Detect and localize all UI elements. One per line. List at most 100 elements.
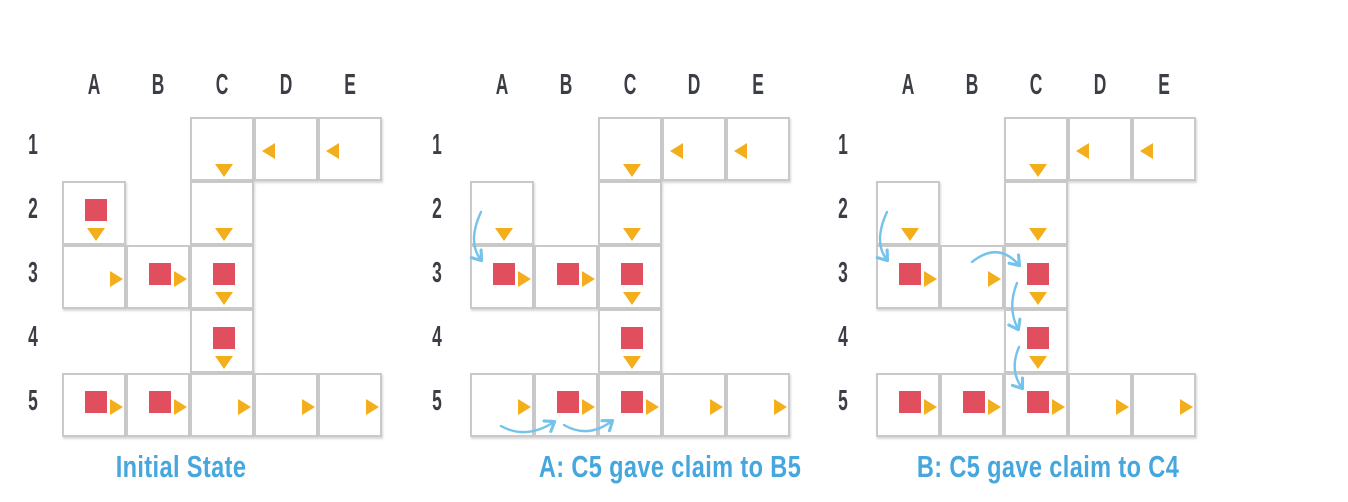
claim-square (1027, 391, 1049, 413)
claim-square (85, 199, 107, 221)
column-label-B: B (559, 69, 573, 101)
claim-square (149, 391, 171, 413)
column-label-E: E (1158, 69, 1170, 101)
column-label-C: C (623, 69, 637, 101)
panel-caption-step-a: A: C5 gave claim to B5 (538, 449, 802, 484)
claim-square (493, 263, 515, 285)
right-triangle-icon (1116, 399, 1129, 415)
cell-C2 (190, 181, 254, 245)
column-label-C: C (1029, 69, 1043, 101)
row-label-3: 3 (432, 257, 442, 289)
right-triangle-icon (366, 399, 379, 415)
column-label-A: A (901, 69, 915, 101)
right-triangle-icon (988, 399, 1001, 415)
cell-A3 (62, 245, 126, 309)
right-triangle-icon (774, 399, 787, 415)
cell-A5 (876, 373, 940, 437)
down-triangle-icon (901, 228, 919, 241)
row-label-1: 1 (28, 129, 38, 161)
cell-E5 (318, 373, 382, 437)
claim-square (1027, 327, 1049, 349)
down-triangle-icon (215, 164, 233, 177)
right-triangle-icon (110, 271, 123, 287)
claim-square (557, 391, 579, 413)
right-triangle-icon (582, 399, 595, 415)
right-triangle-icon (646, 399, 659, 415)
cell-A3 (876, 245, 940, 309)
right-triangle-icon (174, 271, 187, 287)
column-label-D: D (1093, 69, 1107, 101)
row-label-4: 4 (432, 321, 442, 353)
right-triangle-icon (1052, 399, 1065, 415)
column-label-E: E (344, 69, 356, 101)
cell-C4 (190, 309, 254, 373)
claim-square (557, 263, 579, 285)
cell-E1 (1132, 117, 1196, 181)
down-triangle-icon (1029, 164, 1047, 177)
claim-square (899, 391, 921, 413)
claim-square (1027, 263, 1049, 285)
cell-E5 (1132, 373, 1196, 437)
down-triangle-icon (215, 356, 233, 369)
down-triangle-icon (623, 292, 641, 305)
cell-E1 (726, 117, 790, 181)
cell-A2 (876, 181, 940, 245)
right-triangle-icon (518, 399, 531, 415)
cell-C3 (598, 245, 662, 309)
column-label-B: B (965, 69, 979, 101)
cell-B3 (940, 245, 1004, 309)
left-triangle-icon (734, 143, 747, 159)
cell-C2 (1004, 181, 1068, 245)
row-label-4: 4 (28, 321, 38, 353)
row-label-1: 1 (838, 129, 848, 161)
right-triangle-icon (110, 399, 123, 415)
cell-C1 (598, 117, 662, 181)
cell-C1 (190, 117, 254, 181)
row-label-5: 5 (838, 385, 848, 417)
cell-C5 (1004, 373, 1068, 437)
down-triangle-icon (623, 356, 641, 369)
cell-D1 (1068, 117, 1132, 181)
row-label-5: 5 (28, 385, 38, 417)
cell-C1 (1004, 117, 1068, 181)
column-label-A: A (495, 69, 509, 101)
down-triangle-icon (623, 228, 641, 241)
column-label-D: D (687, 69, 701, 101)
right-triangle-icon (1180, 399, 1193, 415)
right-triangle-icon (924, 271, 937, 287)
right-triangle-icon (518, 271, 531, 287)
claim-square (621, 327, 643, 349)
row-label-5: 5 (432, 385, 442, 417)
row-label-4: 4 (838, 321, 848, 353)
claim-square (213, 263, 235, 285)
right-triangle-icon (924, 399, 937, 415)
down-triangle-icon (623, 164, 641, 177)
left-triangle-icon (1076, 143, 1089, 159)
column-label-C: C (215, 69, 229, 101)
cell-C5 (190, 373, 254, 437)
cell-E1 (318, 117, 382, 181)
down-triangle-icon (87, 228, 105, 241)
down-triangle-icon (215, 228, 233, 241)
down-triangle-icon (215, 292, 233, 305)
row-label-2: 2 (28, 193, 38, 225)
panel-caption-initial-state: Initial State (115, 449, 247, 484)
left-triangle-icon (326, 143, 339, 159)
left-triangle-icon (670, 143, 683, 159)
row-label-2: 2 (838, 193, 848, 225)
row-label-1: 1 (432, 129, 442, 161)
right-triangle-icon (302, 399, 315, 415)
cell-A2 (62, 181, 126, 245)
cell-C2 (598, 181, 662, 245)
cell-C4 (598, 309, 662, 373)
right-triangle-icon (238, 399, 251, 415)
claim-square (85, 391, 107, 413)
cell-B5 (940, 373, 1004, 437)
cell-B3 (534, 245, 598, 309)
left-triangle-icon (1140, 143, 1153, 159)
right-triangle-icon (988, 271, 1001, 287)
right-triangle-icon (582, 271, 595, 287)
claim-square (621, 391, 643, 413)
